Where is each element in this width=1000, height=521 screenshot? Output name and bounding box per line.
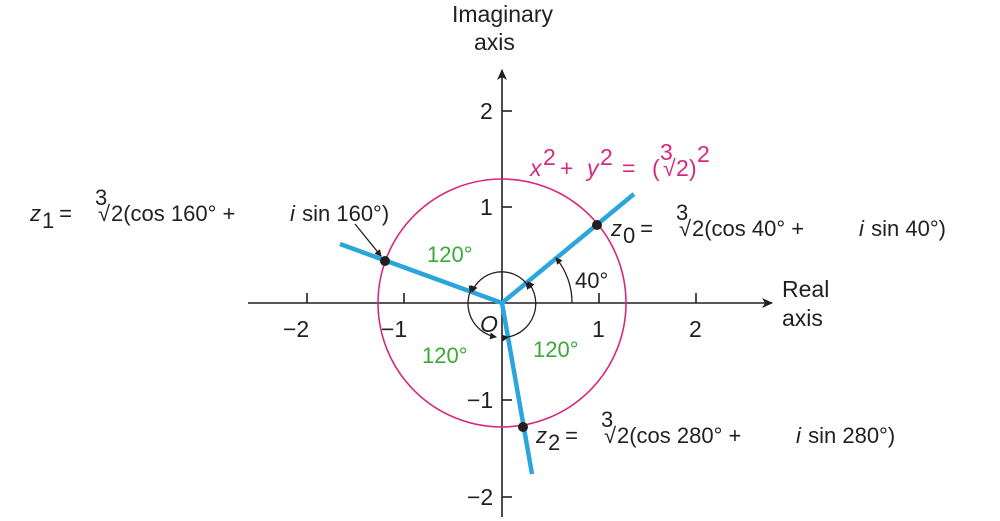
svg-text:3: 3 [95, 185, 107, 210]
svg-text:i: i [796, 423, 802, 448]
y-tick-label-2: 2 [480, 98, 493, 124]
svg-text:): ) [689, 155, 697, 181]
svg-text:=: = [634, 216, 659, 241]
svg-text:=: = [53, 201, 78, 226]
svg-text:(: ( [652, 155, 660, 181]
point-z2 [518, 422, 528, 432]
svg-text:y: y [585, 155, 600, 181]
real-axis-label: Real [782, 276, 829, 302]
ray-z1 [339, 241, 503, 306]
ray-z2 [499, 302, 535, 475]
svg-text:+: + [560, 155, 573, 181]
svg-text:z: z [610, 216, 622, 241]
point-z0 [592, 220, 602, 230]
angle-label-40: 40° [575, 268, 608, 293]
svg-text:sin 40°): sin 40°) [865, 216, 946, 241]
svg-text:√: √ [604, 423, 617, 448]
svg-text:2: 2 [600, 144, 613, 170]
real-axis-label-2: axis [782, 305, 823, 331]
svg-text:2(cos 160° +: 2(cos 160° + [111, 201, 242, 226]
svg-text:2: 2 [697, 141, 710, 167]
label-z0: z 0 = 3 √ 2(cos 40° + i sin 40°) [610, 200, 946, 248]
point-z1 [380, 256, 390, 266]
y-tick-label-1: 1 [480, 194, 493, 220]
svg-text:2(cos 40° +: 2(cos 40° + [692, 216, 810, 241]
root-circle [377, 178, 627, 428]
y-ticks [502, 110, 512, 498]
angle-label-120-upper-left: 120° [427, 242, 473, 267]
svg-text:√: √ [98, 201, 111, 226]
svg-text:√: √ [663, 155, 676, 181]
svg-text:z: z [29, 201, 41, 226]
svg-text:0: 0 [623, 223, 635, 248]
svg-text:3: 3 [676, 200, 688, 225]
svg-text:2: 2 [548, 430, 560, 455]
x-ticks [306, 293, 697, 303]
svg-text:3: 3 [601, 407, 613, 432]
label-z1: z 1 = 3 √ 2(cos 160° + i sin 160°) [29, 185, 389, 233]
origin-label: O [480, 311, 498, 337]
svg-text:x: x [529, 155, 543, 181]
svg-text:z: z [535, 423, 547, 448]
svg-text:2: 2 [543, 144, 556, 170]
angle-arc-lower-right [501, 281, 537, 342]
x-tick-label-neg1: −1 [381, 316, 407, 342]
svg-text:1: 1 [42, 208, 54, 233]
angle-arc-lower-left [467, 285, 497, 340]
svg-text:=: = [559, 423, 584, 448]
imaginary-axis-label: Imaginary [452, 1, 553, 27]
svg-text:3: 3 [660, 139, 673, 165]
y-tick-label-neg1: −1 [467, 387, 493, 413]
x-tick-label-1: 1 [592, 316, 605, 342]
x-tick-label-neg2: −2 [283, 316, 309, 342]
svg-text:sin 160°): sin 160°) [296, 201, 389, 226]
svg-text:i: i [859, 216, 865, 241]
circle-equation: x 2 + y 2 = ( 3 √ 2 ) 2 [529, 139, 710, 181]
svg-text:√: √ [679, 216, 692, 241]
imaginary-axis-label-2: axis [474, 29, 515, 55]
angle-label-120-lower-right: 120° [533, 337, 579, 362]
angle-arc-40 [555, 257, 573, 304]
y-tick-label-neg2: −2 [467, 484, 493, 510]
angle-label-120-lower-left: 120° [422, 343, 468, 368]
svg-text:sin 280°): sin 280°) [802, 423, 895, 448]
z1-pointer-arrow [354, 223, 382, 257]
svg-text:i: i [290, 201, 296, 226]
svg-text:2(cos 280° +: 2(cos 280° + [617, 423, 748, 448]
svg-text:2: 2 [676, 155, 689, 181]
label-z2: z 2 = 3 √ 2(cos 280° + i sin 280°) [535, 407, 895, 455]
svg-text:=: = [622, 155, 635, 181]
x-tick-label-2: 2 [689, 316, 702, 342]
